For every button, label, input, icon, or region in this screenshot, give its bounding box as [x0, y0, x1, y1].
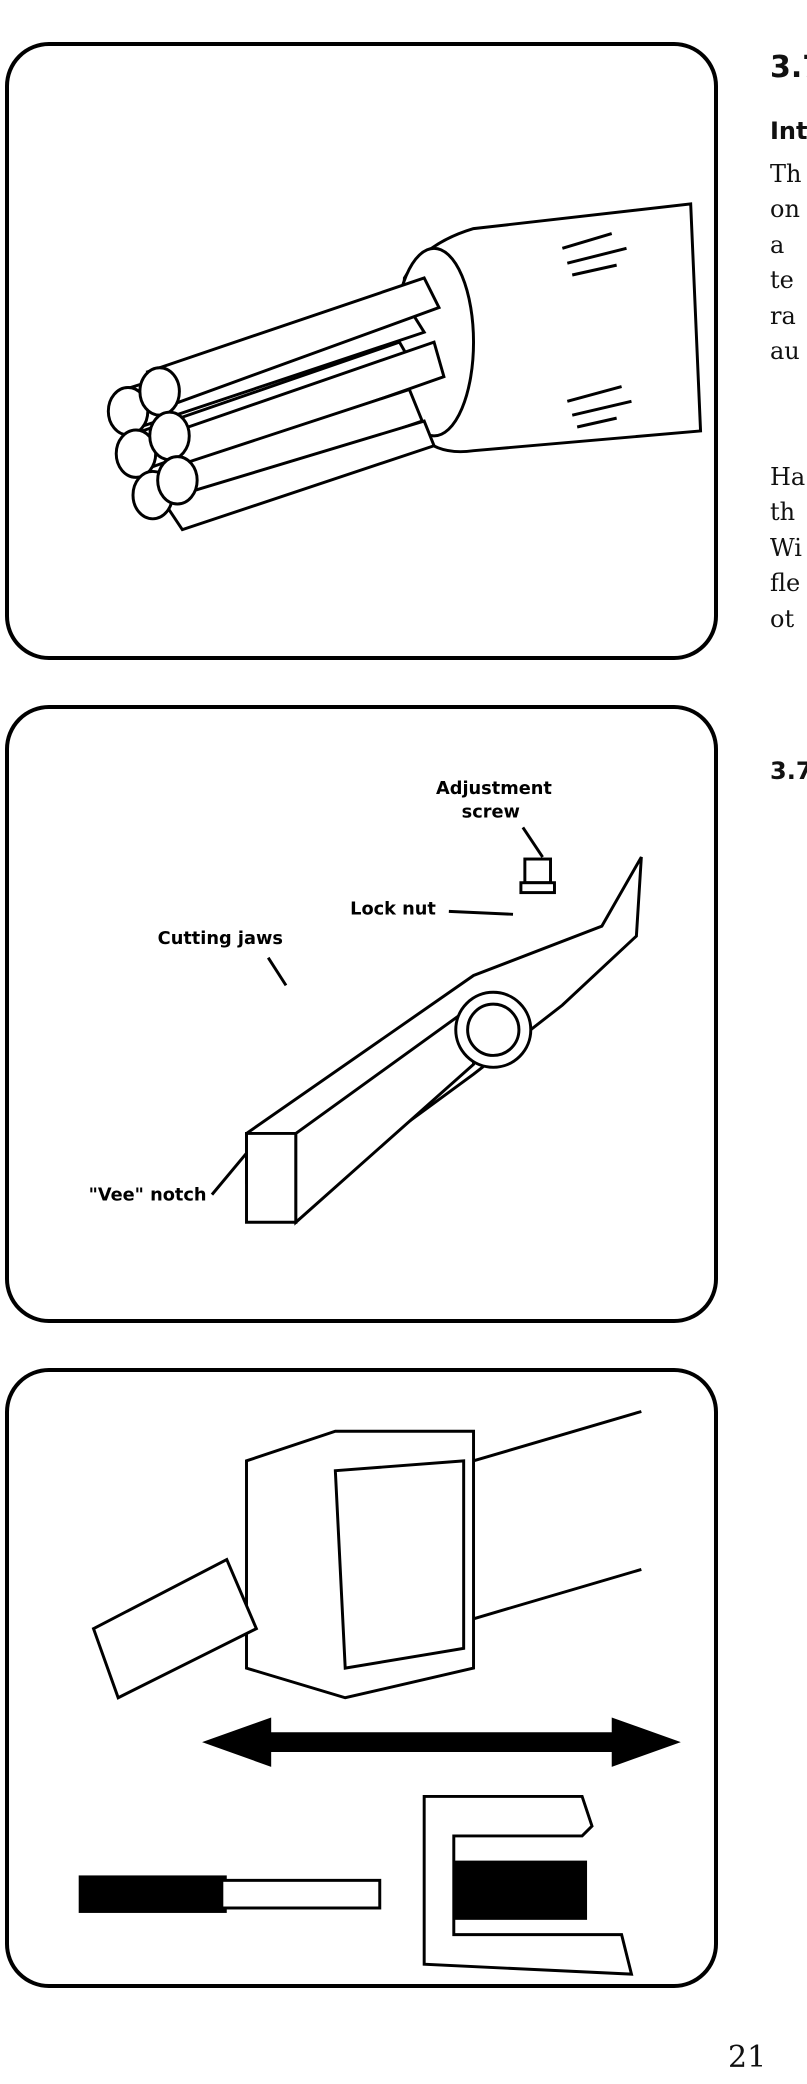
wire-stripper-illustration: Adjustment screw Lock nut Cutting jaws "… [89, 779, 643, 1226]
bullet-icon: • [804, 1460, 807, 1482]
stripping-process-illustration [78, 1410, 681, 1976]
bullet-icon: • [804, 1800, 807, 1822]
para2-line: th [770, 498, 796, 526]
para1-line: te [770, 266, 794, 294]
para1-line: au [770, 337, 800, 365]
bullet-icon: • [804, 855, 807, 877]
para2-line: Ha [770, 463, 806, 491]
para1-line: a [770, 231, 785, 259]
label-screw: screw [462, 803, 520, 823]
para2-line: fle [770, 569, 801, 597]
bullet-icon: • [804, 1645, 807, 1667]
para2-line: ot [770, 605, 795, 633]
para1-line: Th [770, 160, 802, 188]
intro-heading: Int [770, 117, 807, 145]
stranded-wire-illustration [106, 202, 703, 532]
bullet-icon: • [804, 930, 807, 952]
page-number: 21 [728, 2040, 767, 2075]
section-title: 3.7 [770, 50, 807, 85]
figure-stripping-process [5, 1368, 718, 1988]
label-cutting-jaws: Cutting jaws [158, 929, 283, 949]
label-adjustment: Adjustment [436, 779, 552, 799]
subsection-title: 3.7 [770, 757, 807, 785]
label-vee-notch: "Vee" notch [89, 1186, 207, 1206]
para1-line: on [770, 195, 800, 223]
bullet-icon: • [804, 1080, 807, 1102]
figure-stranded-wire [5, 42, 718, 660]
label-lock-nut: Lock nut [350, 899, 436, 919]
bullet-icon: • [804, 1607, 807, 1629]
figure-wire-stripper: Adjustment screw Lock nut Cutting jaws "… [5, 705, 718, 1323]
para1-line: ra [770, 302, 796, 330]
bullet-icon: • [804, 790, 807, 812]
para2-line: Wi [770, 534, 802, 562]
